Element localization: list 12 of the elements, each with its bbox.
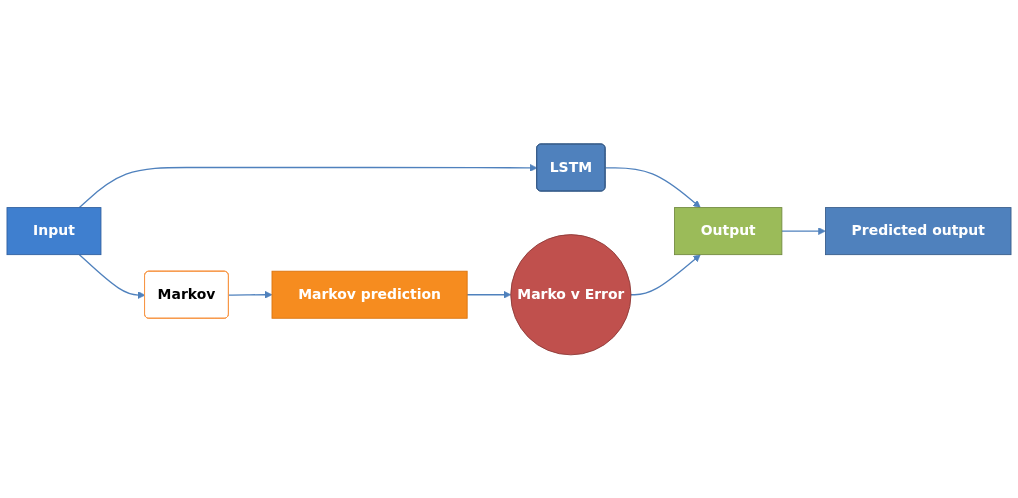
- node-box: Output: [674, 206, 783, 255]
- node-box: Input: [6, 206, 102, 255]
- arrow: [78, 253, 146, 299]
- arrow: [630, 253, 701, 295]
- arrow: [604, 166, 701, 208]
- node-box: Predicted output: [825, 206, 1012, 255]
- node-circle: Marko v Error: [510, 233, 632, 355]
- arrow: [781, 226, 826, 235]
- arrow: [228, 290, 273, 299]
- node-box: Markov prediction: [271, 270, 468, 319]
- arrow: [78, 163, 538, 208]
- arrow: [466, 290, 512, 299]
